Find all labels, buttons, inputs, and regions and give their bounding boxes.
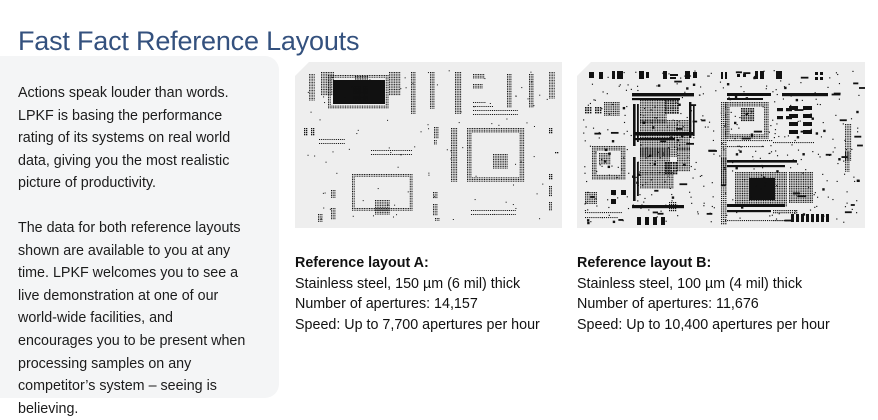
layout-a-material: Stainless steel, 150 µm (6 mil) thick	[295, 275, 521, 292]
info-panel-text: Actions speak louder than words. LPKF is…	[18, 82, 246, 420]
layout-b-apertures: Number of apertures: 11,676	[577, 296, 759, 312]
layout-card-a: Reference layout A: Stainless steel, 150…	[295, 62, 562, 335]
info-paragraph-2: The data for both reference layouts show…	[18, 219, 246, 417]
layout-a-speed: Speed: Up to 7,700 apertures per hour	[295, 316, 540, 333]
stencil-pattern-b-svg	[583, 70, 865, 225]
layout-a-apertures: Number of apertures: 14,157	[295, 296, 478, 312]
stencil-aperture-layout-a-image	[295, 62, 562, 228]
page-title: Fast Fact Reference Layouts	[18, 26, 360, 57]
layout-a-caption-title: Reference layout A:	[295, 255, 429, 271]
layout-b-caption: Reference layout B: Stainless steel, 100…	[577, 253, 865, 335]
info-paragraph-1: Actions speak louder than words. LPKF is…	[18, 85, 231, 192]
layout-b-speed: Speed: Up to 10,400 apertures per hour	[577, 316, 830, 333]
layout-b-material: Stainless steel, 100 µm (4 mil) thick	[577, 275, 803, 292]
stencil-aperture-layout-b-image	[577, 62, 865, 228]
info-panel: Actions speak louder than words. LPKF is…	[0, 56, 279, 417]
layout-card-b: Reference layout B: Stainless steel, 100…	[577, 62, 865, 335]
layout-a-caption: Reference layout A: Stainless steel, 150…	[295, 253, 562, 335]
layout-b-caption-title: Reference layout B:	[577, 255, 712, 271]
stencil-pattern-a-svg	[304, 70, 559, 222]
